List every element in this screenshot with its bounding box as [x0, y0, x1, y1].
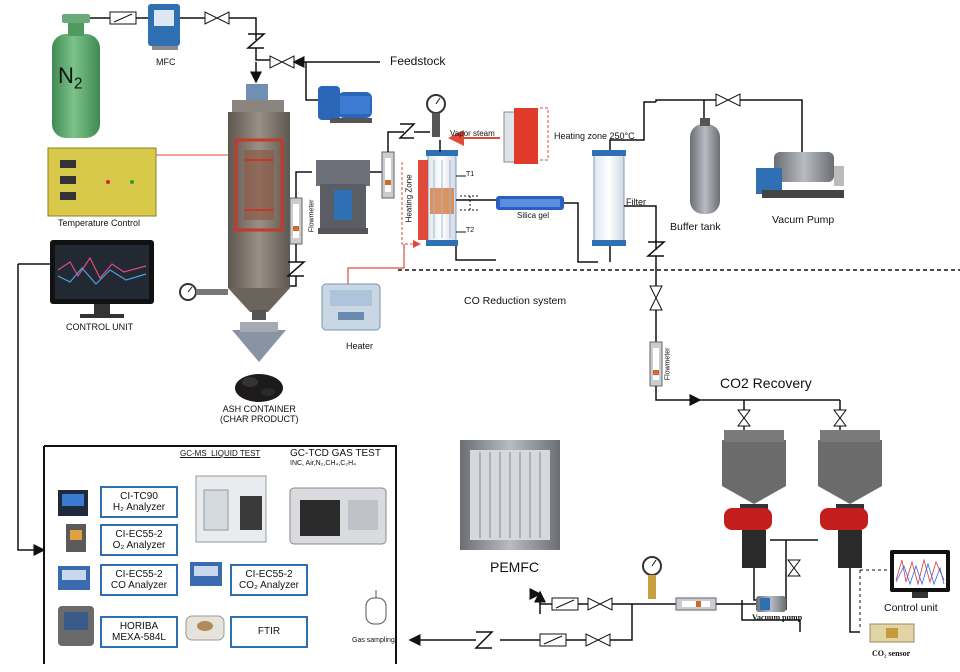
- heating-zone-250-label: Heating zone 250°C: [554, 131, 635, 141]
- valve-co2-right-top: [833, 409, 847, 427]
- co2-sensor-label: CO₂ sensor: [872, 649, 911, 658]
- ash-pile: [235, 374, 283, 402]
- valve-top-1: [204, 11, 230, 25]
- flowmeter-bottom: [675, 597, 717, 611]
- h2-analyzer-device: [58, 490, 88, 516]
- flowmeter-right: [649, 341, 663, 387]
- gctcd-label: GC-TCD GAS TEST: [290, 448, 381, 459]
- co2-analyzer-device: [190, 562, 222, 586]
- top-pressure-gauge: [426, 94, 446, 137]
- bottom-pressure-gauge: [642, 556, 662, 599]
- pyrolysis-reactor: [228, 84, 290, 362]
- feed-pump: [318, 86, 372, 123]
- heating-zone-column: [418, 150, 458, 246]
- filter-column: [592, 150, 626, 246]
- control-unit-right-label: Control unit: [884, 602, 938, 614]
- mfc-label: MFC: [156, 57, 176, 67]
- valve-buffer: [715, 93, 741, 107]
- vacuum-pump-bottom-label: Vacuum pump: [752, 613, 803, 622]
- gctcd-sub-label: INC, Air,N₂,CH₄,C₂H₄: [290, 460, 356, 467]
- ftir-box: FTIR: [230, 616, 308, 648]
- n2-label: N2: [58, 63, 83, 93]
- buffer-tank: [690, 118, 720, 214]
- heater-label: Heater: [346, 341, 374, 351]
- flowmeter-mid: [381, 151, 395, 199]
- valve-right-vertical: [649, 285, 663, 311]
- valve-co2-left-top: [737, 409, 751, 427]
- ftir-device: [185, 615, 225, 641]
- temperature-control-panel: [47, 147, 157, 217]
- vacuum-pump-top: [756, 152, 844, 198]
- heater-device: [321, 283, 381, 331]
- control-unit-left-label: CONTROL UNIT: [66, 322, 134, 332]
- ash-container-label: ASH CONTAINER (CHAR PRODUCT): [220, 404, 299, 424]
- condenser-unit: [316, 160, 370, 234]
- mfc-device: [148, 4, 180, 50]
- valve-pemfc: [587, 597, 613, 611]
- t2-label: T2: [466, 227, 475, 234]
- filter-label: Filter: [626, 197, 646, 207]
- n2-cylinder: [52, 14, 100, 138]
- vacuum-pump-top-label: Vacum Pump: [772, 214, 835, 226]
- horiba-device: [58, 606, 94, 646]
- silica-gel-label: Silica gel: [517, 211, 550, 220]
- flowmeter-left-label: Flowmeter: [308, 199, 316, 233]
- o2-analyzer-device: [66, 524, 86, 552]
- feedstock-label: Feedstock: [390, 54, 446, 68]
- valve-top-2: [269, 55, 295, 69]
- heating-zone-label: Heating Zone: [404, 174, 414, 223]
- control-unit-right-monitor: [890, 550, 950, 598]
- analysis-panel-border: [44, 445, 397, 664]
- co2-column-right: [818, 430, 882, 568]
- co2-sensor-device: [869, 623, 915, 643]
- control-unit-monitor: [50, 240, 154, 318]
- valve-co2-mid: [787, 559, 801, 577]
- t1-label: T1: [466, 171, 475, 178]
- vacuum-pump-bottom: [756, 596, 786, 612]
- co2-recovery-label: CO2 Recovery: [720, 375, 812, 391]
- co-analyzer-device: [58, 566, 90, 590]
- temperature-control-label: Temperature Control: [58, 218, 141, 228]
- valve-gas-sampling: [585, 633, 611, 647]
- steam-heater: [503, 108, 538, 164]
- buffer-tank-label: Buffer tank: [670, 221, 721, 233]
- co-reduction-label: CO Reduction system: [464, 295, 567, 307]
- flowmeter-left: [289, 197, 303, 245]
- gcms-device: [195, 475, 267, 543]
- pemfc-stack: [460, 440, 560, 550]
- vapor-steam-label: Vapor steam: [450, 129, 495, 138]
- gctcd-device: [289, 487, 387, 545]
- silica-gel-tube: [496, 196, 564, 210]
- gas-sampling-bag: [365, 590, 387, 625]
- pemfc-label: PEMFC: [490, 559, 539, 575]
- flowmeter-right-label: Flowmeter: [664, 347, 672, 381]
- gcms-label: GC-MS_LIQUID TEST: [180, 449, 261, 458]
- gas-sampling-label: Gas sampling: [352, 637, 395, 644]
- co2-column-left: [722, 430, 786, 568]
- reactor-pressure-gauge: [179, 283, 228, 301]
